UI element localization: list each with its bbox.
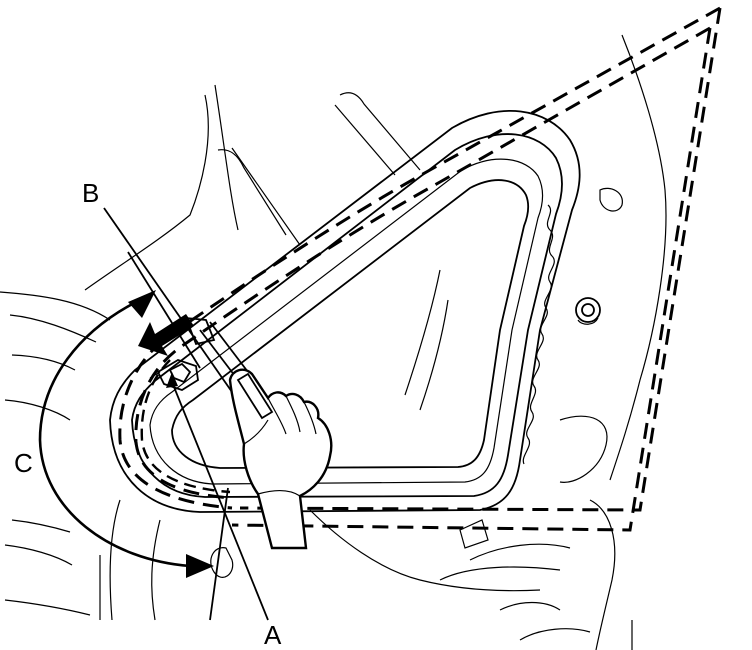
pull-direction-arrow-icon xyxy=(138,314,194,356)
adhesive-outline xyxy=(118,6,722,532)
mounting-bolt xyxy=(575,297,601,325)
technician-hand xyxy=(228,368,333,550)
body-panel-outline xyxy=(0,34,667,650)
swing-direction-arrow-icon xyxy=(38,290,214,578)
callout-label-a: A xyxy=(264,620,282,650)
quarter-glass xyxy=(109,109,581,513)
callout-label-b: B xyxy=(82,178,99,208)
leader-lines xyxy=(103,207,269,621)
callout-label-c: C xyxy=(14,448,33,478)
